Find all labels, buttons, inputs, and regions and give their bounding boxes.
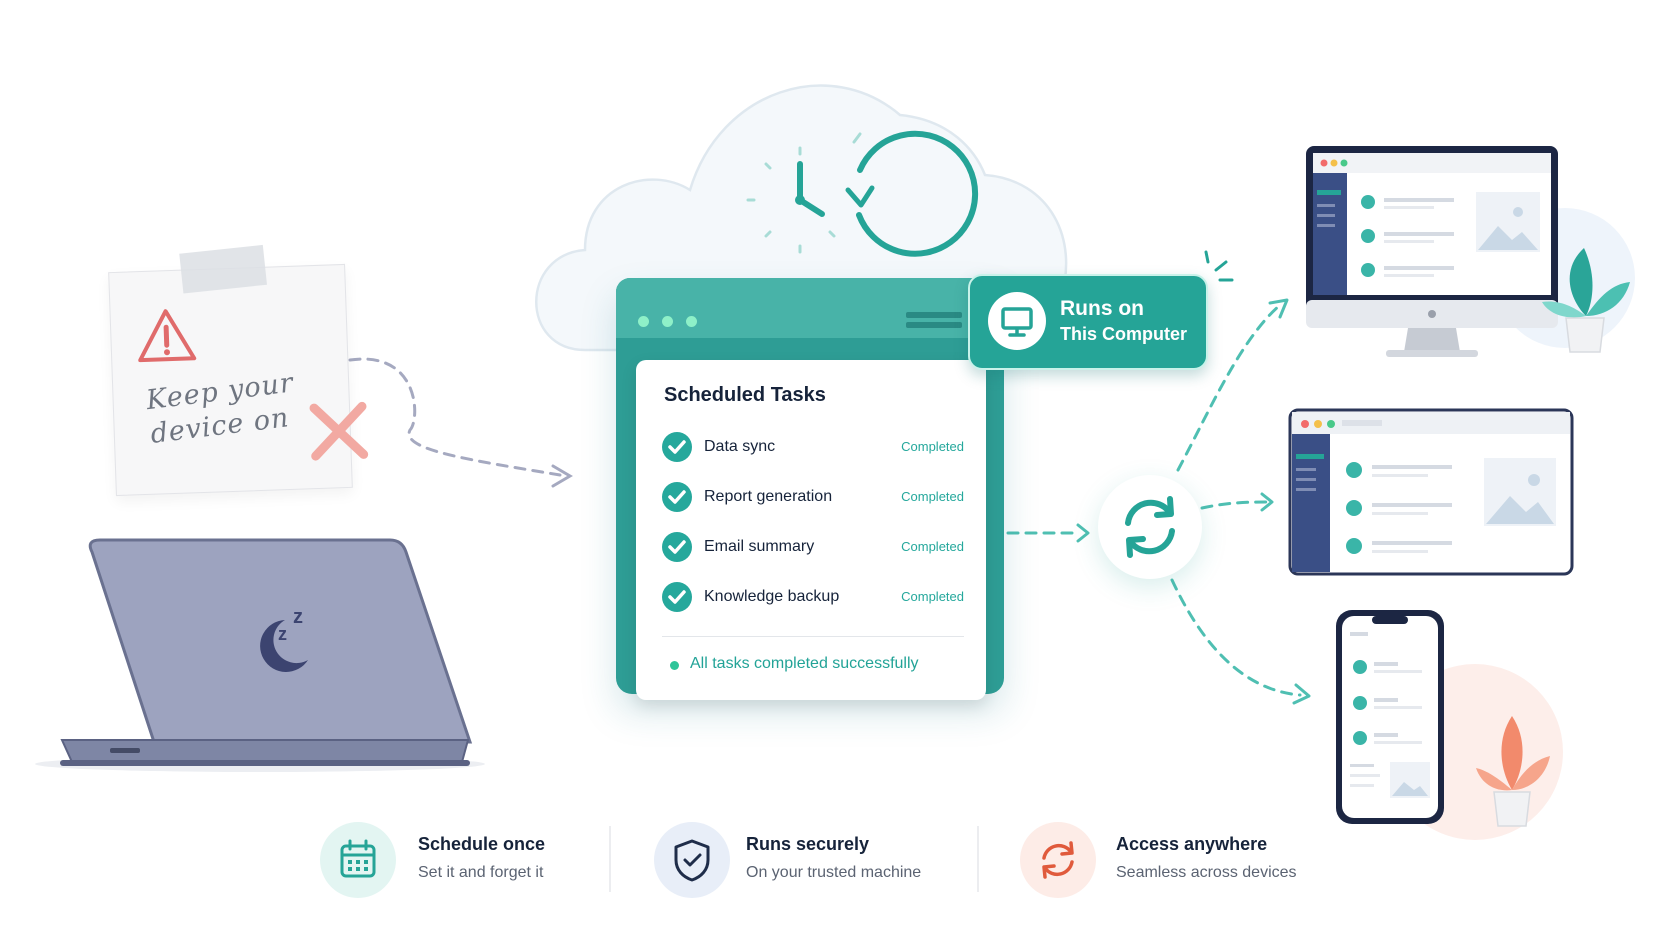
- clock-cycle-icon: [746, 130, 979, 257]
- feature-title: Schedule once: [418, 834, 546, 854]
- titlebar-ornament: [906, 312, 962, 318]
- check-circle-icon: [662, 482, 692, 512]
- browser-window-illustration: [1288, 408, 1574, 576]
- feature-subtitle: On your trusted machine: [746, 864, 922, 881]
- task-status: Completed: [901, 489, 964, 504]
- task-row: Data sync Completed: [662, 432, 964, 464]
- arrow-heads: [1076, 298, 1311, 705]
- svg-text:z: z: [278, 624, 287, 644]
- badge-line-1: Runs on: [1060, 297, 1144, 320]
- shield-check-icon: [674, 839, 710, 882]
- sleeping-moon-zzz-icon: z z: [260, 606, 308, 672]
- task-row: Email summary Completed: [662, 532, 964, 564]
- feature-icon-bg: [1020, 822, 1096, 898]
- runs-on-badge: Runs on This Computer: [968, 274, 1208, 370]
- feature-subtitle: Seamless across devices: [1116, 864, 1297, 881]
- window-dot: [686, 316, 697, 327]
- x-mark-icon: [309, 401, 369, 461]
- feature-subtitle: Set it and forget it: [418, 864, 544, 881]
- check-circle-icon: [662, 532, 692, 562]
- titlebar-ornament: [906, 322, 962, 328]
- dashed-arrow-note-to-window: [348, 357, 573, 488]
- feature-icon-bg: [320, 822, 396, 898]
- dashed-connectors: [1006, 303, 1302, 697]
- task-row: Knowledge backup Completed: [662, 582, 964, 614]
- monitor-icon: [988, 292, 1046, 350]
- check-circle-icon: [662, 432, 692, 462]
- warning-triangle-icon: [138, 309, 197, 363]
- feature-title: Access anywhere: [1116, 834, 1268, 854]
- badge-text: Runs on This Computer: [1060, 296, 1187, 346]
- refresh-icon: [1042, 841, 1074, 879]
- sticky-note: Keep your device on: [108, 244, 369, 497]
- task-name: Data sync: [704, 438, 776, 455]
- phone-illustration: [1336, 610, 1444, 824]
- check-circle-icon: [662, 582, 692, 612]
- success-message: All tasks completed successfully: [690, 655, 919, 672]
- window-dot: [662, 316, 673, 327]
- card-divider: [662, 636, 964, 637]
- window-dot: [638, 316, 649, 327]
- task-name: Report generation: [704, 488, 833, 505]
- task-window-titlebar: [616, 278, 1004, 338]
- task-name: Knowledge backup: [704, 588, 840, 605]
- task-status: Completed: [901, 589, 964, 604]
- sync-hub: [1098, 475, 1202, 579]
- plant-coral: [1476, 716, 1550, 827]
- desktop-monitor-illustration: [1306, 146, 1558, 357]
- sparkle-decoration: [1204, 250, 1234, 282]
- card-title: Scheduled Tasks: [664, 384, 826, 406]
- laptop-illustration: [35, 538, 485, 772]
- task-row: Report generation Completed: [662, 482, 964, 514]
- calendar-icon: [340, 839, 376, 878]
- task-name: Email summary: [704, 538, 815, 555]
- badge-line-2: This Computer: [1060, 324, 1188, 344]
- svg-text:z: z: [293, 606, 303, 628]
- sync-arrows-icon: [1125, 496, 1175, 558]
- success-dot: [670, 661, 679, 670]
- scheduled-tasks-card: Scheduled Tasks Data sync Completed Repo…: [636, 360, 986, 700]
- tape-strip: [179, 244, 267, 294]
- plant-teal: [1542, 248, 1630, 353]
- feature-icon-bg: [654, 822, 730, 898]
- feature-title: Runs securely: [746, 834, 870, 854]
- task-status: Completed: [901, 539, 964, 554]
- task-status: Completed: [901, 439, 964, 454]
